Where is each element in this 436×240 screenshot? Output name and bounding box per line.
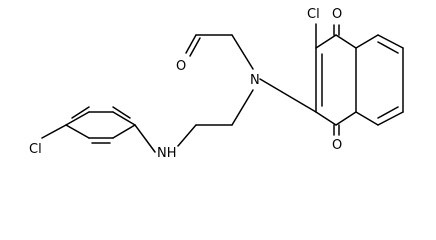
bond-b1	[355, 34, 379, 49]
atom-o-top: O	[332, 7, 342, 22]
bond-ar3-inner	[71, 106, 90, 119]
bond-ch2-nh	[177, 124, 197, 147]
bond-c1-c8a	[335, 34, 357, 49]
bond-b2	[377, 34, 404, 49]
bond-b4-inner	[377, 106, 399, 119]
bond-ar1-inner	[112, 106, 131, 119]
bond-ar1	[112, 111, 136, 126]
bond-ar6	[112, 124, 136, 139]
bond-cn-n	[259, 78, 317, 113]
bond-n-ch2-lower	[231, 89, 254, 126]
bond-c4-cn	[315, 111, 337, 126]
bond-nh-ar	[134, 124, 156, 153]
bond-cho-o-a	[185, 34, 197, 54]
bond-ar4	[65, 124, 90, 139]
bond-ccl-c1	[315, 34, 337, 49]
atom-o-bottom: O	[332, 138, 342, 153]
bond-b5	[355, 111, 379, 126]
bond-b4	[377, 111, 404, 126]
bond-cho-o-b	[189, 37, 201, 57]
benzo-ring-bonds	[355, 34, 404, 126]
atom-n-center: N	[250, 73, 260, 88]
bond-c4a-c4	[335, 111, 357, 126]
chlorophenyl-ring-bonds	[41, 106, 156, 153]
chemical-structure: Cl O O N O NH Cl	[29, 7, 404, 161]
bond-ar3	[65, 111, 90, 126]
atom-labels: Cl O O N O NH Cl	[29, 7, 342, 161]
n-chain-bonds	[177, 34, 317, 147]
structure-canvas: Cl O O N O NH Cl	[29, 7, 404, 161]
quinone-ring-bonds	[315, 34, 357, 126]
atom-cl-quinone: Cl	[307, 7, 320, 22]
bond-b2-inner	[377, 41, 399, 54]
atom-o-aldehyde: O	[176, 59, 186, 74]
carbonyl-bonds	[333, 24, 340, 136]
bond-ar-cl	[41, 124, 67, 139]
atom-nh: NH	[157, 146, 177, 161]
atom-cl-phenyl: Cl	[29, 142, 42, 157]
bond-n-ch2-upper	[231, 34, 254, 70]
